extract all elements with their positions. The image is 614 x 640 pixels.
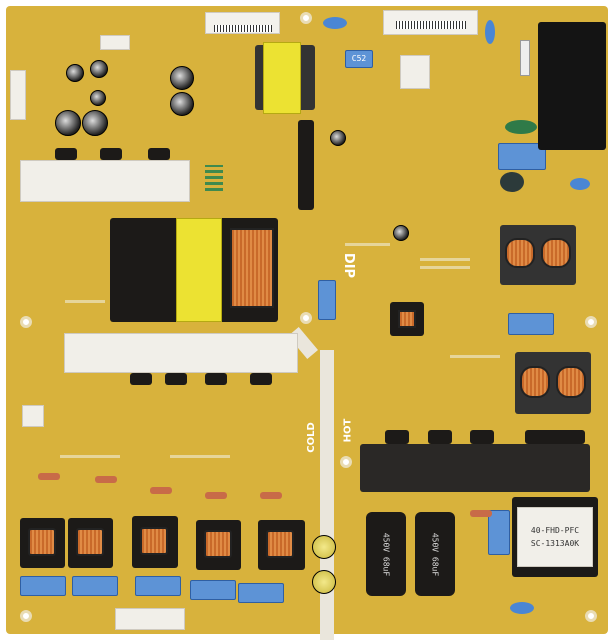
qr-sticker [22,405,44,427]
standby-transformer-label [263,42,301,114]
inductor-winding [76,528,104,556]
optocoupler-array [298,120,314,210]
fuse [520,40,530,76]
heatsink-middle [64,333,298,373]
transistor [205,373,227,385]
choke-winding [556,366,586,398]
resistor [260,492,282,499]
capacitor [312,570,336,594]
mounting-hole [585,316,597,328]
small-connector [100,35,130,50]
film-capacitor-c52 [345,50,373,68]
jumper [60,455,120,458]
y-capacitor [510,602,534,614]
cold-label: COLD [305,422,317,453]
resistor [95,476,117,483]
capacitor [170,66,194,90]
film-capacitor [508,313,554,335]
y-capacitor [570,178,590,190]
resistor [470,510,492,517]
transistor [385,430,409,444]
heatsink-top-left [20,160,190,202]
mounting-hole [300,312,312,324]
ac-input-connector [538,22,606,150]
film-capacitor [190,580,236,600]
inductor-winding [140,527,168,555]
film-capacitor [20,576,66,596]
jumper [65,300,105,303]
pfc-inductor-label [517,507,593,567]
jumper [420,266,470,269]
capacitor [66,64,84,82]
output-connector [115,608,185,630]
film-capacitor [238,583,284,603]
mounting-hole [20,316,32,328]
film-capacitor [318,280,336,320]
transistor [55,148,77,160]
bulk-cap-rating: 450V 68uF [430,532,440,577]
pfc-label-line2: SC-1313A0K [530,539,580,548]
resistor [205,492,227,499]
capacitor [170,92,194,116]
film-capacitor [488,510,510,555]
c52-label: C52 [351,54,367,63]
transistor [470,430,494,444]
transistor [148,148,170,160]
hot-label: HOT [342,418,354,443]
jumper [170,455,230,458]
transistor [250,373,272,385]
choke-winding [541,238,571,268]
jumper [450,355,500,358]
choke-winding [505,238,535,268]
transistor [165,373,187,385]
resistor [38,473,60,480]
connector-white [400,55,430,89]
heatsink-hot [360,444,590,492]
capacitor [312,535,336,559]
bulk-cap-rating: 450V 68uF [381,532,391,577]
toroid [505,120,537,134]
film-capacitor [135,576,181,596]
capacitor [90,90,106,106]
capacitor [82,110,108,136]
mounting-hole [300,12,312,24]
capacitor [330,130,346,146]
y-capacitor [485,20,495,44]
jumper [345,243,390,246]
transformer-winding [230,228,274,308]
transistor [428,430,452,444]
mounting-hole [20,610,32,622]
capacitor [55,110,81,136]
dip-label: DIP [341,252,357,279]
choke-winding [520,366,550,398]
transformer-label [176,218,222,322]
mounting-hole [585,610,597,622]
transistor [525,430,585,444]
resistor [205,165,223,191]
transistor [100,148,122,160]
film-capacitor [72,576,118,596]
bulk-capacitor [415,512,455,596]
jumper [420,258,470,261]
resistor [150,487,172,494]
y-capacitor [323,17,347,29]
pfc-label-line1: 40-FHD-PFC [530,526,580,535]
disc-capacitor [500,172,524,192]
barcode-sticker-left [205,12,280,34]
capacitor [90,60,108,78]
mounting-hole [340,456,352,468]
capacitor [393,225,409,241]
transistor [130,373,152,385]
side-connector [10,70,26,120]
barcode-sticker-right [383,10,478,35]
bulk-capacitor [366,512,406,596]
isolation-trace [320,350,334,640]
inductor-winding [398,310,416,328]
inductor-winding [204,530,232,558]
inductor-winding [28,528,56,556]
inductor-winding [266,530,294,558]
